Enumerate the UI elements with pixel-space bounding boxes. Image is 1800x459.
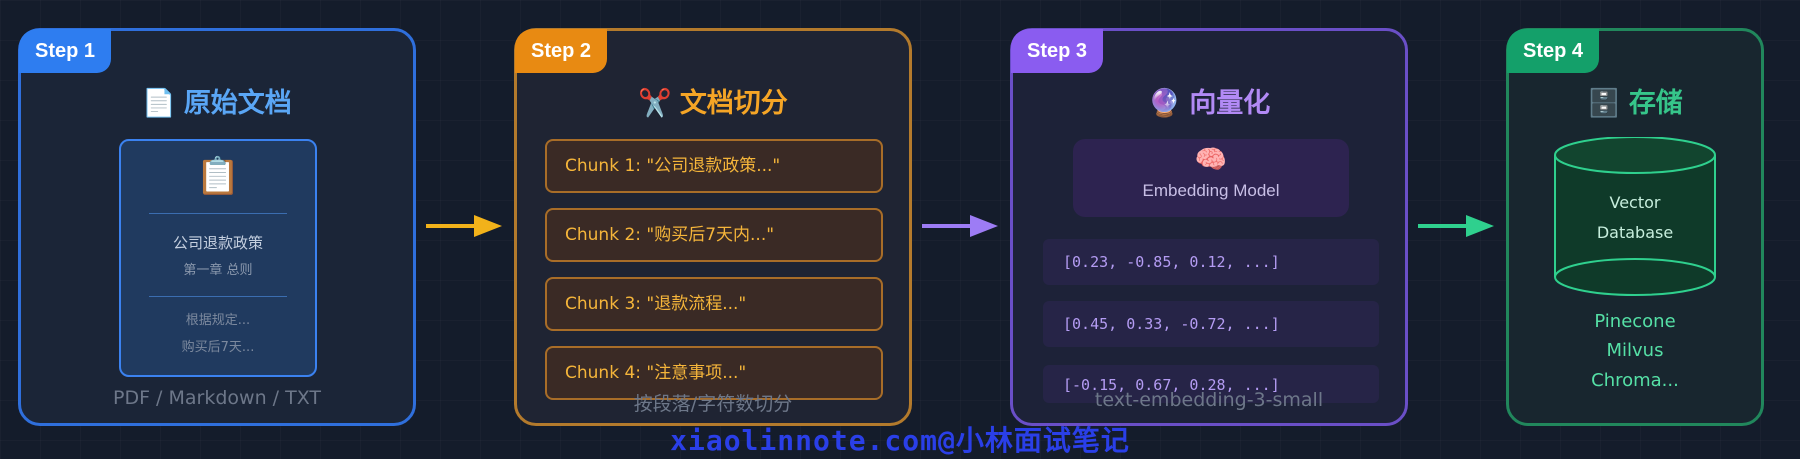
step-title-text: 文档切分 <box>679 88 788 119</box>
chunk-item: Chunk 1: "公司退款政策..." <box>545 139 883 193</box>
step3-card: Step 3 🔮向量化 🧠 Embedding Model [0.23, -0.… <box>1010 28 1408 426</box>
vector-row: [-0.15, 0.67, 0.28, ...] <box>1043 365 1379 403</box>
step-title-text: 向量化 <box>1189 88 1271 119</box>
step-title-text: 存储 <box>1628 88 1683 119</box>
document-icon: 📄 <box>142 88 176 119</box>
step-footer: 按段落/字符数切分 <box>633 393 793 415</box>
step1-card: Step 1 📄原始文档 📋 公司退款政策 第一章 总则 根据规定... 购买后… <box>18 28 416 426</box>
step-title: ✂️文档切分 <box>517 81 909 120</box>
document-subtitle: 第一章 总则 <box>183 263 253 278</box>
database-icon <box>1554 136 1716 296</box>
database-label: Vector <box>1609 193 1661 212</box>
step-title: 📄原始文档 <box>21 81 413 120</box>
chunk-item: Chunk 3: "退款流程..." <box>545 277 883 331</box>
arrow-right-icon <box>922 215 998 237</box>
document-preview: 📋 公司退款政策 第一章 总则 根据规定... 购买后7天... <box>119 139 317 377</box>
document-line: 根据规定... <box>185 313 251 328</box>
arrow-right-icon <box>1418 215 1494 237</box>
step-footer: PDF / Markdown / TXT <box>113 387 321 409</box>
chunk-item: Chunk 2: "购买后7天内..." <box>545 208 883 262</box>
step-title-text: 原始文档 <box>183 88 292 119</box>
arrow-right-icon <box>426 215 502 237</box>
step-footer: text-embedding-3-small <box>1094 389 1324 411</box>
step2-card: Step 2 ✂️文档切分 Chunk 1: "公司退款政策..." Chunk… <box>514 28 912 426</box>
clipboard-icon: 📋 <box>195 156 241 197</box>
crystal-ball-icon: 🔮 <box>1147 88 1182 119</box>
divider <box>149 296 287 297</box>
database-cylinder: Vector Database <box>1553 136 1717 297</box>
file-cabinet-icon: 🗄️ <box>1587 88 1621 119</box>
scissors-icon: ✂️ <box>638 88 672 119</box>
database-name: Milvus <box>1606 340 1664 361</box>
step-badge: Step 4 <box>1507 29 1600 73</box>
divider <box>149 213 287 214</box>
embedding-model-label: Embedding Model <box>1142 181 1280 200</box>
embedding-model-box: 🧠 Embedding Model <box>1073 139 1349 217</box>
step-badge: Step 3 <box>1011 29 1104 73</box>
database-name: Pinecone <box>1594 311 1676 332</box>
step4-card: Step 4 🗄️存储 Vector Database Pinecone Mil… <box>1506 28 1764 426</box>
database-label: Database <box>1596 223 1674 242</box>
vector-row: [0.23, -0.85, 0.12, ...] <box>1043 239 1379 285</box>
database-name: Chroma... <box>1591 370 1679 391</box>
step-badge: Step 1 <box>19 29 112 73</box>
document-title: 公司退款政策 <box>172 234 263 252</box>
step-title: 🔮向量化 <box>1013 81 1405 120</box>
step-title: 🗄️存储 <box>1509 81 1761 120</box>
brain-icon: 🧠 <box>1194 145 1228 175</box>
step-badge: Step 2 <box>515 29 608 73</box>
document-line: 购买后7天... <box>181 340 255 355</box>
chunk-item: Chunk 4: "注意事项..." <box>545 346 883 400</box>
watermark: xiaolinnote.com@小林面试笔记 <box>670 424 1130 457</box>
vector-row: [0.45, 0.33, -0.72, ...] <box>1043 301 1379 347</box>
